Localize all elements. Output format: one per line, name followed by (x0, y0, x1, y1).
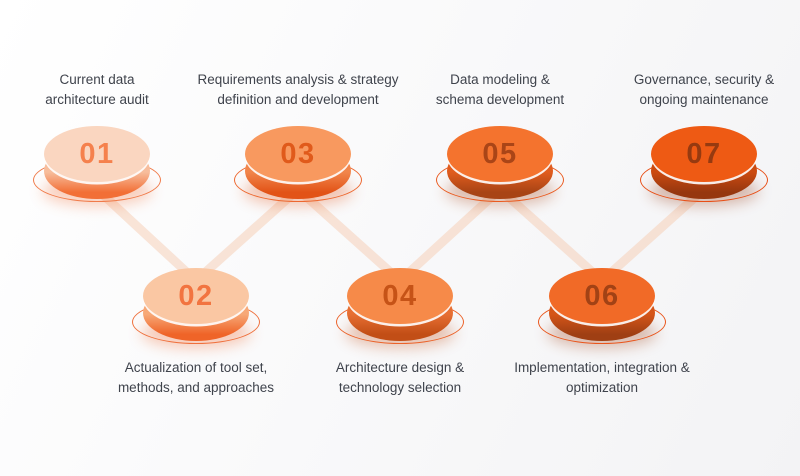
step-02: 02 Actualization of tool set, methods, a… (76, 268, 316, 476)
step-05-disc: 05 (436, 126, 564, 206)
step-03-disc: 03 (234, 126, 362, 206)
step-06-label: Implementation, integration & optimizati… (514, 360, 690, 396)
disc-top: 06 (549, 268, 655, 324)
step-05: Data modeling & schema development 05 (380, 70, 620, 285)
step-07-label: Governance, security & ongoing maintenan… (633, 72, 775, 108)
disc-top: 05 (447, 126, 553, 182)
step-03-label: Requirements analysis & strategy definit… (197, 72, 399, 108)
disc-top: 04 (347, 268, 453, 324)
step-07-disc: 07 (640, 126, 768, 206)
step-07: Governance, security & ongoing maintenan… (584, 70, 800, 285)
step-07-number: 07 (686, 137, 722, 170)
step-03: Requirements analysis & strategy definit… (178, 70, 418, 285)
disc-top: 03 (245, 126, 351, 182)
step-02-disc: 02 (132, 268, 260, 348)
step-04: 04 Architecture design & technology sele… (280, 268, 520, 476)
disc-top: 01 (44, 126, 150, 182)
step-02-label: Actualization of tool set, methods, and … (117, 360, 275, 396)
step-01: Current data architecture audit 01 (0, 70, 217, 285)
step-04-disc: 04 (336, 268, 464, 348)
step-05-number: 05 (482, 137, 518, 170)
step-02-number: 02 (178, 279, 214, 312)
disc-top: 07 (651, 126, 757, 182)
step-06: 06 Implementation, integration & optimiz… (482, 268, 722, 476)
step-01-disc: 01 (33, 126, 161, 206)
disc-top: 02 (143, 268, 249, 324)
step-04-number: 04 (382, 279, 418, 312)
step-03-number: 03 (280, 137, 316, 170)
step-06-number: 06 (584, 279, 620, 312)
step-04-label: Architecture design & technology selecti… (335, 360, 465, 396)
step-05-label: Data modeling & schema development (435, 72, 565, 108)
step-01-number: 01 (79, 137, 115, 170)
step-06-disc: 06 (538, 268, 666, 348)
step-01-label: Current data architecture audit (45, 72, 149, 108)
